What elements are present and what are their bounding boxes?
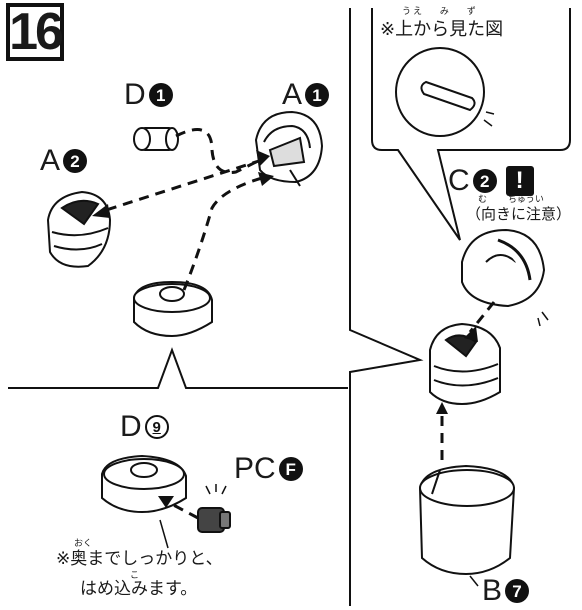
warning-icon: !: [505, 166, 534, 196]
label-a2-letter: A: [40, 144, 61, 177]
callout-divider: [8, 347, 348, 389]
label-b7-letter: B: [482, 574, 503, 607]
top-view-frame: [371, 8, 571, 241]
label-a1-letter: A: [282, 78, 303, 111]
label-pc-f: PC F: [234, 454, 303, 484]
arrow-pc-to-d9: [163, 498, 199, 520]
label-pc-letter: PC: [234, 452, 276, 485]
label-d1: D 1: [124, 80, 173, 110]
top-view-ruby: うえ み ず: [402, 7, 478, 17]
label-a2: A 2: [40, 144, 88, 177]
arrow-d9-to-a1: [182, 176, 263, 291]
part-b7: [418, 464, 516, 576]
label-pc-number: F: [278, 457, 303, 481]
part-d9-upper: [133, 280, 213, 338]
insert-note-line1: ※奥までしっかりと、: [56, 549, 223, 569]
part-a2: [46, 190, 112, 268]
part-d9-lower: [101, 454, 187, 514]
label-c2-number: 2: [472, 169, 497, 193]
label-a1: A 1: [282, 78, 330, 111]
orientation-ruby: む ちゅうい: [478, 195, 544, 205]
part-c2: [461, 228, 546, 308]
assembled-joint: [429, 322, 501, 406]
part-pc-f: [197, 507, 231, 533]
step-number: 16: [6, 3, 64, 61]
part-a1: [254, 110, 324, 187]
label-a1-number: 1: [305, 83, 330, 107]
insert-ruby-1: おく: [74, 539, 93, 549]
arrow-a1-to-a2: [99, 158, 263, 214]
label-b7: B 7: [482, 574, 530, 607]
panel-divider: [349, 8, 424, 606]
label-a2-number: 2: [63, 149, 88, 173]
label-d1-letter: D: [124, 78, 146, 111]
label-d9: D 9: [120, 412, 169, 442]
label-d9-number: 9: [144, 415, 169, 439]
arrow-d1-to-a1: [175, 128, 261, 175]
orientation-caption: （向きに注意）: [466, 205, 572, 223]
label-c2-letter: C: [448, 164, 470, 197]
label-c2: C 2 !: [448, 166, 534, 196]
label-b7-number: 7: [505, 579, 530, 603]
insert-note-line2: はめ込みます。: [80, 579, 198, 599]
insert-ruby-2: こ: [130, 571, 140, 581]
top-view-diagram: [395, 47, 485, 137]
part-d1: [133, 127, 179, 151]
label-d1-number: 1: [148, 83, 173, 107]
top-view-caption: ※上から見た図: [380, 19, 504, 40]
arrow-c2-to-joint: [468, 301, 496, 333]
label-d9-letter: D: [120, 410, 142, 443]
